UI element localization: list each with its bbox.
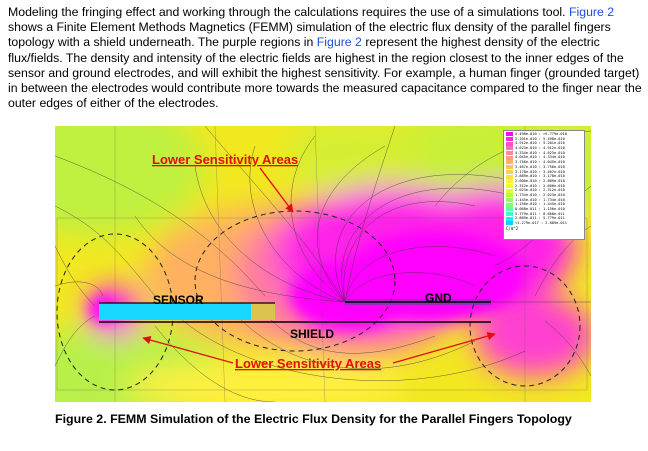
legend-row: 5.498e-010 : >5.779e-010 [506,132,582,137]
arrow-bottom-right [392,332,496,364]
figure-2-link[interactable]: Figure 2 [568,5,615,19]
legend-range-text: 5.498e-010 : >5.779e-010 [515,132,567,136]
legend-range-text: 3.178e-010 : 3.467e-010 [515,169,565,174]
legend-swatch [506,146,513,151]
label-lower-sensitivity-top: Lower Sensitivity Areas [152,152,298,167]
legend-range-text: 2.023e-010 : 2.312e-010 [515,188,565,193]
legend-row: 3.756e-010 : 4.045e-010 [506,160,582,165]
legend-row: 1.445e-010 : 1.734e-010 [506,198,582,203]
legend-range-text: 8.668e-011 : 1.156e-010 [515,207,565,211]
legend-swatch [506,160,513,165]
figure-2-link-second[interactable]: Figure 2 [316,35,362,50]
legend-row: 4.045e-010 : 4.334e-010 [506,155,582,160]
legend-swatch [506,151,513,156]
label-lower-sensitivity-bottom: Lower Sensitivity Areas [235,356,381,371]
legend-range-text: 4.334e-010 : 4.623e-010 [515,150,565,155]
legend-row: 8.668e-011 : 1.156e-010 [506,207,582,212]
legend-swatch [506,197,513,202]
legend-row: 5.201e-010 : 5.498e-010 [506,137,582,142]
legend-row: 3.467e-010 : 3.756e-010 [506,165,582,170]
legend-swatch [506,141,513,146]
legend-row: 4.623e-010 : 4.912e-010 [506,146,582,151]
legend-range-text: 4.045e-010 : 4.334e-010 [515,155,565,160]
label-shield: SHIELD [290,327,334,341]
annotation-arrows [142,167,496,364]
legend-range-text: 3.756e-010 : 4.045e-010 [515,160,565,165]
legend-range-text: 2.889e-011 : 5.779e-011 [515,216,565,221]
label-sensor: SENSOR [153,293,204,307]
legend-swatch [506,183,513,188]
femm-simulation-figure: Lower Sensitivity Areas SENSOR GND SHIEL… [55,126,591,402]
legend-row: 2.023e-010 : 2.312e-010 [506,188,582,193]
legend-row: 3.178e-010 : 3.467e-010 [506,170,582,175]
legend-row: 5.779e-011 : 8.668e-011 [506,212,582,217]
paragraph-text-1: Modeling the fringing effect and working… [8,5,569,19]
legend-row: 2.312e-010 : 2.600e-010 [506,184,582,189]
femm-field-plot: Lower Sensitivity Areas SENSOR GND SHIEL… [55,126,591,402]
legend-swatch [506,216,513,221]
top-sensitivity-boundary [194,210,396,352]
legend-range-text: 2.600e-010 : 2.889e-010 [515,178,565,183]
legend-row: 1.156e-010 : 1.445e-010 [506,202,582,207]
label-gnd: GND [425,291,452,305]
legend-swatch [506,221,513,226]
legend-row: 4.912e-010 : 5.201e-010 [506,141,582,146]
paragraph-text-2: shows a Finite Element Methods Magnetics… [8,20,611,50]
legend-swatch [506,165,513,170]
legend-range-text: 1.734e-010 : 2.023e-010 [515,192,565,197]
legend-row: 2.889e-010 : 3.178e-010 [506,174,582,179]
legend-range-text: 5.201e-010 : 5.498e-010 [515,136,565,141]
legend-row: 2.600e-010 : 2.889e-010 [506,179,582,184]
legend-range-text: 3.467e-010 : 3.756e-010 [515,164,565,169]
legend-range-text: 1.156e-010 : 1.445e-010 [515,202,565,207]
legend-unit: C/m^2 [506,225,519,231]
legend-swatch [506,193,513,198]
legend-range-text: 2.312e-010 : 2.600e-010 [515,183,565,188]
figure-caption: Figure 2. FEMM Simulation of the Electri… [55,412,572,426]
legend-swatch [506,202,513,207]
legend-row: 1.734e-010 : 2.023e-010 [506,193,582,198]
legend-swatch [506,174,513,179]
legend-range-text: 4.623e-010 : 4.912e-010 [515,146,565,151]
legend-range-text: 2.889e-010 : 3.178e-010 [515,174,565,179]
legend-range-text: 5.779e-011 : 8.668e-011 [515,211,565,216]
body-paragraph: Modeling the fringing effect and working… [8,5,642,111]
sensor-electrode [99,303,275,320]
legend-range-text: 1.445e-010 : 1.734e-010 [515,197,565,202]
legend-range-text: <1.279e-017 : 2.889e-011 [515,221,567,226]
legend-swatch [506,137,513,142]
legend-swatch [506,188,513,193]
legend-swatch [506,132,513,137]
legend-swatch [506,212,513,217]
legend-swatch [506,169,513,174]
legend-swatch [506,207,513,212]
legend-swatch [506,155,513,160]
legend-row: 4.334e-010 : 4.623e-010 [506,151,582,156]
sensor-edge [251,303,275,320]
right-sensitivity-boundary [469,265,581,387]
flux-lines [55,126,591,402]
equipotential-grid [56,126,588,402]
legend-row: <1.279e-017 : 2.889e-011 [506,221,582,226]
paragraph-text-3: represent the highest density of the ele… [8,35,642,111]
legend-range-text: 4.912e-010 : 5.201e-010 [515,141,565,146]
legend-swatch [506,179,513,184]
arrow-top [259,167,294,213]
arrow-bottom-left [142,335,234,364]
legend-row: 2.889e-011 : 5.779e-011 [506,216,582,221]
